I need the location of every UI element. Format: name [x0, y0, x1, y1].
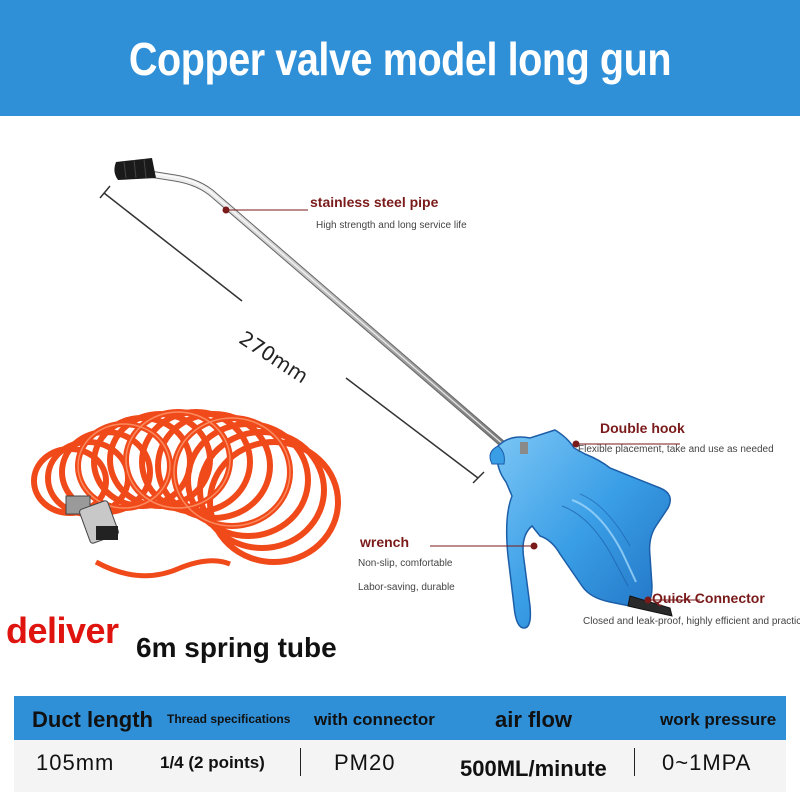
callout-markers: [222, 206, 700, 604]
callout-hook-sub: Flexible placement, take and use as need…: [578, 444, 774, 455]
spec-header-thread: Thread specifications: [167, 712, 291, 726]
spec-value-thread: 1/4 (2 points): [160, 753, 265, 772]
spec-value-connector: PM20: [334, 750, 396, 775]
dimension-line: [99, 185, 485, 484]
callout-connector-sub: Closed and leak-proof, highly efficient …: [583, 616, 800, 627]
spec-divider: [300, 748, 301, 776]
callout-connector-title: Quick Connector: [652, 590, 765, 606]
gun-body: [489, 429, 673, 629]
spring-tube-label: 6m spring tube: [136, 632, 337, 663]
spec-header-pressure: work pressure: [660, 710, 777, 729]
callout-hook-title: Double hook: [600, 420, 685, 436]
spec-value-duct-length: 105mm: [36, 750, 115, 775]
spec-header-air-flow: air flow: [495, 707, 573, 732]
spec-divider: [634, 748, 635, 776]
callout-wrench-sub2: Labor-saving, durable: [358, 582, 455, 593]
callout-pipe-title: stainless steel pipe: [310, 194, 439, 210]
hose-fitting: [65, 495, 119, 544]
steel-pipe: [114, 165, 509, 450]
spec-header-duct-length: Duct length: [32, 707, 153, 732]
nozzle-tip: [114, 158, 156, 180]
spec-header-row: Duct length Thread specifications with c…: [14, 696, 786, 740]
callout-wrench-sub1: Non-slip, comfortable: [358, 558, 453, 569]
spring-hose: [31, 409, 341, 579]
callout-pipe-sub: High strength and long service life: [316, 220, 467, 231]
hose-highlights: [77, 411, 291, 527]
spec-value-air-flow: 500ML/minute: [460, 756, 607, 781]
spec-header-connector: with connector: [314, 710, 435, 729]
product-illustration: [31, 158, 700, 629]
title-banner: Copper valve model long gun: [0, 0, 800, 116]
deliver-label: deliver: [6, 610, 119, 651]
product-title: Copper valve model long gun: [128, 33, 672, 85]
callout-wrench-title: wrench: [360, 534, 410, 550]
spec-table: Duct length Thread specifications with c…: [14, 696, 786, 792]
spec-value-pressure: 0~1MPA: [662, 750, 752, 775]
product-diagram: 270mm stainless steel pipe High strength…: [0, 116, 800, 696]
